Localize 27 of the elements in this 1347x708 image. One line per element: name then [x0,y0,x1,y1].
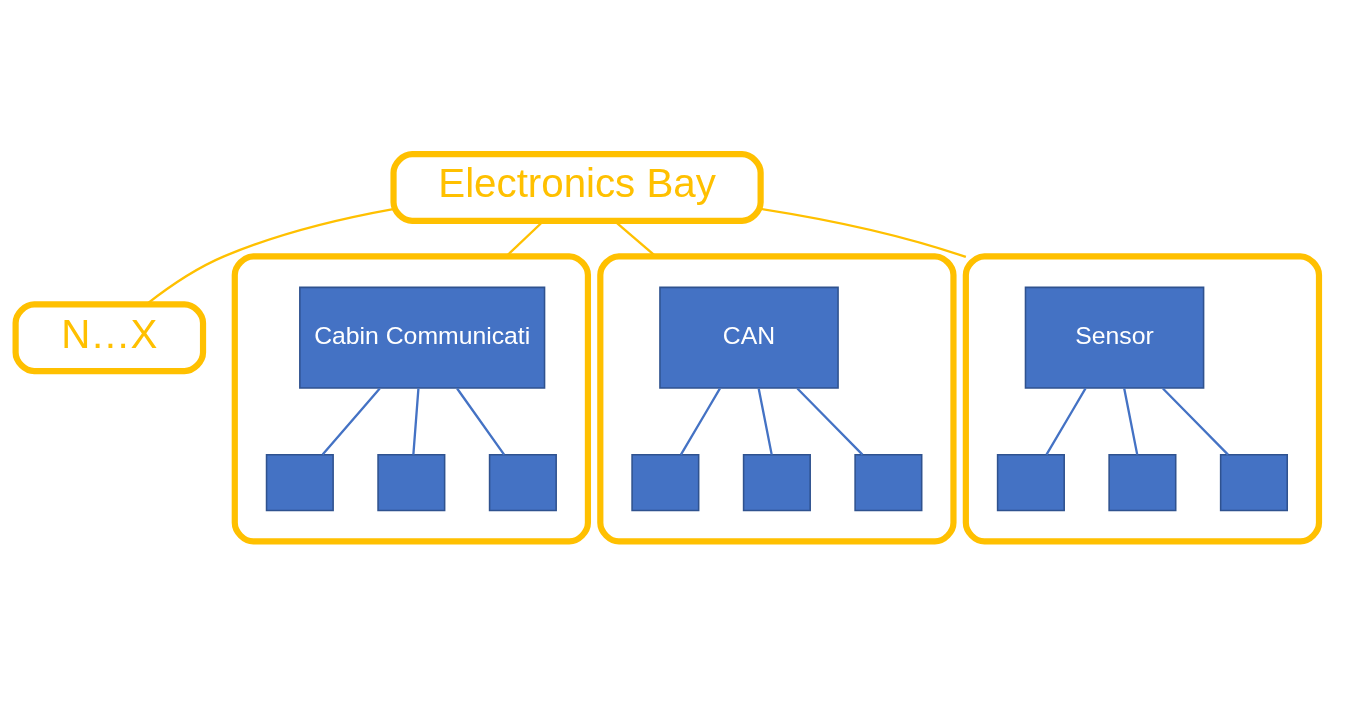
node-box [854,453,923,512]
cluster [597,253,957,545]
connector [796,387,864,456]
node-box: Sensor [1024,286,1205,389]
connector [679,387,721,456]
connector [1162,387,1229,456]
connector [1123,388,1139,455]
connector [760,207,967,259]
node-box: CAN [659,286,839,389]
connector [757,388,773,455]
node-box [265,453,334,512]
connector [412,388,420,455]
node-box [742,453,811,512]
node-box [996,453,1065,512]
connector [321,387,381,456]
connector [1045,387,1087,456]
node-box [631,453,700,512]
node-box [377,453,446,512]
node-box [488,453,557,512]
node-box [1219,453,1288,512]
connector [456,387,506,456]
node-box: Electronics Bay [390,151,764,224]
cluster [962,253,1323,545]
node-box: Cabin Communicati [299,286,546,389]
node-box: N…X [12,301,207,375]
node-box [1108,453,1177,512]
cluster [231,253,591,545]
